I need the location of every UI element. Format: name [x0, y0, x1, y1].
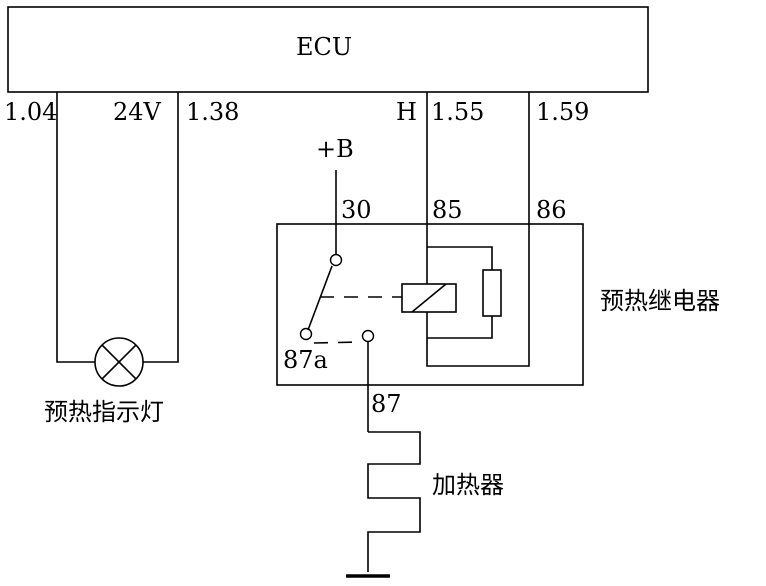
pin-label-1-55: 1.55	[431, 98, 484, 126]
relay-switch-icon	[299, 253, 375, 343]
indicator-lamp-icon	[94, 337, 144, 387]
pin-label-h: H	[396, 98, 417, 126]
terminal-85-label: 85	[432, 196, 463, 224]
resistor-icon	[482, 269, 502, 317]
terminal-87a-label: 87a	[283, 346, 328, 374]
pin-label-1-59: 1.59	[536, 98, 589, 126]
pin-label-24v: 24V	[113, 98, 162, 126]
resistor-wire-top	[427, 246, 493, 270]
ecu-label: ECU	[296, 33, 352, 61]
terminal-30-label: 30	[341, 196, 372, 224]
pin-label-1-04: 1.04	[4, 98, 57, 126]
relay-box	[276, 223, 584, 386]
relay-coil-icon	[401, 283, 457, 313]
heater-label: 加热器	[432, 471, 504, 499]
lamp-label: 预热指示灯	[44, 398, 164, 426]
resistor-wire-bottom	[427, 316, 493, 339]
contact-gap-dash	[313, 341, 363, 344]
pin-label-1-38: 1.38	[186, 98, 239, 126]
terminal-86-label: 86	[536, 196, 567, 224]
heater-element-icon	[367, 431, 421, 572]
terminal-87-label: 87	[371, 390, 402, 418]
supply-label: +B	[316, 135, 354, 163]
relay-label: 预热继电器	[600, 287, 720, 315]
ecu-block	[7, 6, 649, 93]
lamp-wire	[56, 92, 95, 363]
lamp-return-wire	[143, 92, 179, 363]
coil-wire-86	[426, 92, 530, 367]
